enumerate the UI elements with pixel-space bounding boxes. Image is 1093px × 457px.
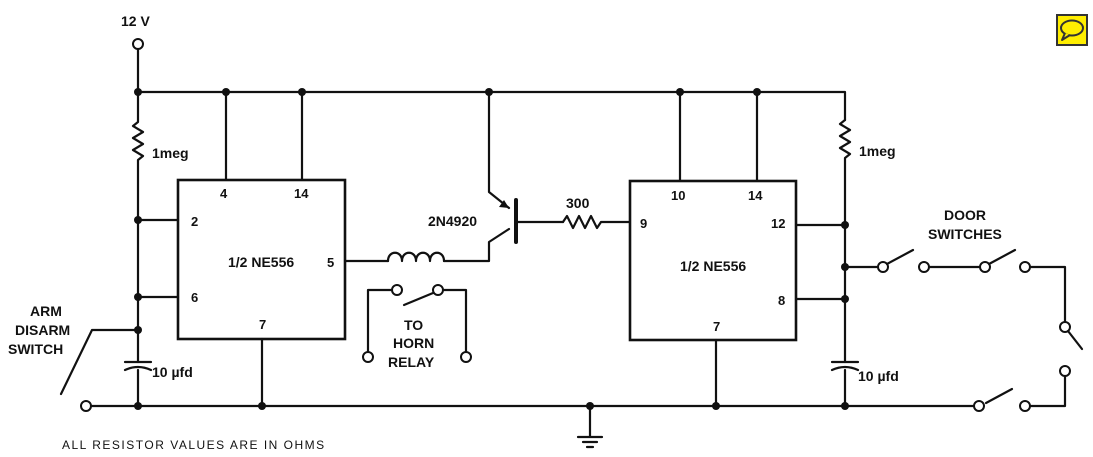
door-switch-1-blade[interactable]	[885, 248, 915, 266]
resistor-units-note: ALL RESISTOR VALUES ARE IN OHMS	[62, 438, 326, 452]
right-pin-14: 14	[748, 188, 763, 203]
horn-relay-terminal-right[interactable]	[460, 351, 472, 363]
right-chip-label: 1/2 NE556	[680, 258, 746, 274]
left-pin-14: 14	[294, 186, 309, 201]
right-pin-7: 7	[713, 319, 720, 334]
arm-label-line2: DISARM	[15, 322, 70, 338]
ground-symbol	[576, 404, 604, 449]
coil-to-collector-wire	[442, 227, 511, 263]
left-pin-6: 6	[191, 290, 198, 305]
right-resistor	[838, 118, 852, 364]
relay-contact-wires	[366, 288, 394, 354]
left-capacitor	[123, 360, 153, 408]
right-chip-vcc-wires	[678, 90, 759, 183]
left-pin-5: 5	[327, 255, 334, 270]
arm-switch-terminal[interactable]	[80, 400, 92, 412]
door-switch-1-a[interactable]	[877, 261, 889, 273]
right-pin-8: 8	[778, 293, 785, 308]
door-switch-4-blade[interactable]	[984, 387, 1014, 405]
transistor-label: 2N4920	[428, 213, 477, 229]
horn-relay-label-line2: HORN	[393, 335, 434, 351]
left-pin-2: 2	[191, 214, 198, 229]
arm-switch-blade[interactable]	[59, 328, 140, 396]
left-pin-7: 7	[259, 317, 266, 332]
left-trigger-wires	[136, 218, 180, 364]
door-label-line1: DOOR	[944, 207, 986, 223]
junction-dots	[134, 88, 849, 410]
door-switch-4-b[interactable]	[973, 400, 985, 412]
base-resistor-value: 300	[566, 195, 590, 211]
door-switch-2-b[interactable]	[1019, 261, 1031, 273]
door-switch-2-a[interactable]	[979, 261, 991, 273]
speech-bubble-icon	[1060, 19, 1084, 41]
right-capacitor	[830, 360, 860, 408]
right-pin-10: 10	[671, 188, 685, 203]
right-ne556-chip	[628, 179, 798, 342]
door-chain-wire-4	[1028, 374, 1067, 408]
right-pin-9: 9	[640, 216, 647, 231]
transistor-emitter-wire	[487, 90, 511, 210]
right-resistor-value: 1meg	[859, 143, 896, 159]
arm-label-line1: ARM	[30, 303, 62, 319]
left-resistor-value: 1meg	[152, 145, 189, 161]
relay-contact-terminal-b[interactable]	[432, 284, 444, 296]
left-chip-label: 1/2 NE556	[228, 254, 294, 270]
door-label-line2: SWITCHES	[928, 226, 1002, 242]
door-switch-3-a[interactable]	[1059, 321, 1071, 333]
base-resistor	[561, 214, 632, 230]
horn-relay-label-line3: RELAY	[388, 354, 435, 370]
relay-coil	[386, 251, 446, 263]
left-pin-4: 4	[220, 186, 228, 201]
relay-contact-wires-b	[402, 288, 468, 354]
right-pin12-8-wires	[794, 223, 847, 301]
supply-voltage-label: 12 V	[121, 13, 150, 29]
right-capacitor-value: 10 µfd	[858, 368, 899, 384]
door-switch-2-blade[interactable]	[987, 248, 1017, 266]
right-pin-12: 12	[771, 216, 785, 231]
horn-relay-terminal-left[interactable]	[362, 351, 374, 363]
door-switch-4-a[interactable]	[1019, 400, 1031, 412]
horn-relay-label-line1: TO	[404, 317, 423, 333]
door-switch-3-blade[interactable]	[1066, 329, 1084, 351]
arm-label-line3: SWITCH	[8, 341, 63, 357]
transistor-emitter-arrow	[499, 200, 509, 208]
left-chip-vcc-wires	[224, 90, 304, 182]
top-bus-wire	[136, 90, 847, 122]
comment-button[interactable]	[1056, 14, 1088, 46]
relay-contact-terminal-a[interactable]	[391, 284, 403, 296]
left-resistor	[131, 90, 145, 222]
supply-terminal	[132, 38, 144, 50]
door-switch-1-b[interactable]	[918, 261, 930, 273]
door-switch-3-b[interactable]	[1059, 365, 1071, 377]
left-capacitor-value: 10 µfd	[152, 364, 193, 380]
door-chain-wire-3	[1028, 265, 1067, 324]
